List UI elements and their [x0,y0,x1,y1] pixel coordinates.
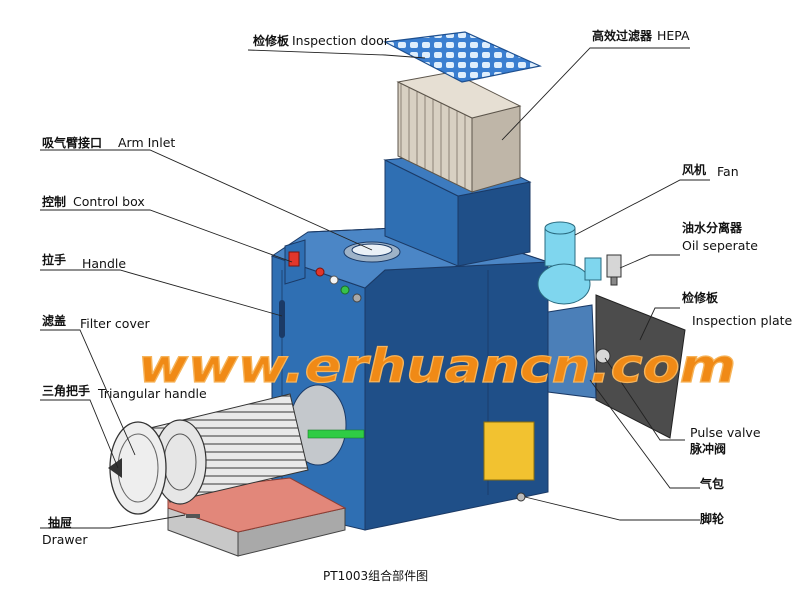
control-indicator-gray [352,293,362,303]
leader-lines [40,47,710,529]
cabinet-handle [279,300,285,338]
drawer-pull [186,514,200,518]
label-fan-cn: 风机 [682,162,706,177]
label-oil-separator-en: Oil seperate [682,238,758,253]
label-drawer-cn: 抽屉 [48,515,72,530]
leader-air-bag [589,379,700,489]
leader-inspection-plate [639,307,680,341]
label-hepa-cn: 高效过滤器 [592,28,653,43]
control-indicator-red [315,267,325,277]
inspection-plate [595,294,686,439]
filter-shaft [307,429,365,439]
air-tank-box [547,304,597,399]
diagram-caption: PT1003组合部件图 [323,568,428,583]
caster-wheel [516,492,526,502]
label-pulse-valve-cn: 脉冲阀 [689,441,726,456]
control-indicator-white [329,275,339,285]
label-handle-cn: 拉手 [42,252,66,267]
oil-separator-bowl [610,276,618,286]
label-triangular-handle-en: Triangular handle [97,386,207,401]
label-arm-inlet-en: Arm Inlet [118,135,175,150]
label-triangular-handle-cn: 三角把手 [42,383,90,398]
leader-caster [524,496,700,521]
leader-drawer [40,514,186,529]
fan-volute [537,263,591,305]
label-caster-cn: 脚轮 [700,511,725,526]
access-panel [483,421,535,481]
label-hepa-en: HEPA [657,28,690,43]
watermark-text: www.erhuancn.com [138,339,736,393]
oil-separator [606,254,622,286]
leader-handle [40,269,283,317]
hepa-filter-side [471,105,521,193]
label-fan-en: Fan [717,164,739,179]
leader-filter-cover [40,329,136,456]
label-drawer-en: Drawer [42,532,88,547]
leader-inspection-door [247,49,426,59]
oil-separator-body [606,254,622,278]
label-inspection-plate-cn: 检修板 [682,290,719,305]
triangular-handle [108,458,122,478]
leader-arm-inlet [40,149,373,251]
label-inspection-door-en: Inspection door [292,33,390,48]
control-box [284,239,362,303]
cabinet [270,225,549,531]
label-inspection-door-cn: 检修板 [253,33,290,48]
control-switch [288,251,300,267]
fan-assembly [537,221,602,305]
control-indicator-green [340,285,350,295]
leader-oil-separator [619,254,680,269]
label-filter-cover-cn: 滤盖 [42,313,66,328]
label-inspection-plate-en: Inspection plate [692,313,793,328]
fan-outlet [584,257,602,281]
label-oil-separator-cn: 油水分离器 [682,220,743,235]
inspection-door-grate [383,31,542,83]
hepa-filter-top [396,71,522,119]
label-control-box-en: Control box [73,194,145,209]
label-arm-inlet-cn: 吸气臂接口 [42,135,102,150]
hepa-housing-side [457,181,531,267]
leader-fan [574,179,710,236]
label-handle-en: Handle [82,256,126,271]
leader-pulse-valve [604,357,685,441]
hepa-filter [396,71,522,193]
leader-triangular-handle [40,399,119,469]
label-control-box-cn: 控制 [42,194,66,209]
label-pulse-valve-en: Pulse valve [690,425,761,440]
callout-labels: 检修板 Inspection door 高效过滤器 HEPA 吸气臂接口 Arm… [42,28,793,547]
leader-control-box [40,209,293,263]
filter-cartridge [149,393,309,505]
cabinet-side-panel [364,261,549,531]
label-air-bag-cn: 气包 [699,476,724,491]
label-filter-cover-en: Filter cover [80,316,151,331]
leader-hepa [501,47,690,141]
fan-motor-cap [544,221,576,235]
